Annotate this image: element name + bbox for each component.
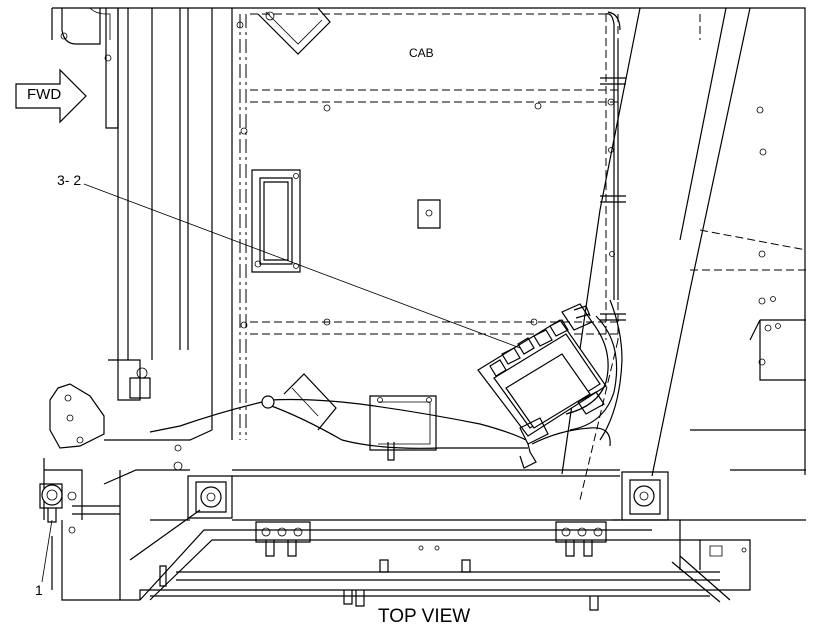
wire-harness xyxy=(149,299,623,469)
leader-line-module xyxy=(83,183,521,349)
right-wall xyxy=(561,7,807,521)
front-step xyxy=(139,529,731,611)
seat-bracket xyxy=(369,395,437,461)
cab-label: CAB xyxy=(409,46,434,60)
right-lower-details xyxy=(700,469,806,591)
view-title: TOP VIEW xyxy=(378,606,471,627)
side-panel xyxy=(251,169,301,273)
leader-line-part xyxy=(41,519,53,583)
step-brackets xyxy=(255,521,607,543)
forward-arrow xyxy=(15,68,87,124)
harness-tube xyxy=(600,11,626,321)
chassis-frame xyxy=(51,7,806,475)
center-mount xyxy=(417,199,441,229)
forward-arrow-label: FWD xyxy=(27,86,62,103)
right-mount-pad xyxy=(612,471,681,570)
electronic-module xyxy=(477,303,607,445)
left-mount-pad xyxy=(187,469,620,521)
callout-module: 3- 2 xyxy=(57,172,82,188)
left-hinge-area xyxy=(39,359,213,601)
top-hatch xyxy=(257,7,331,55)
callout-part: 1 xyxy=(35,582,43,598)
leader-lines xyxy=(41,183,521,583)
